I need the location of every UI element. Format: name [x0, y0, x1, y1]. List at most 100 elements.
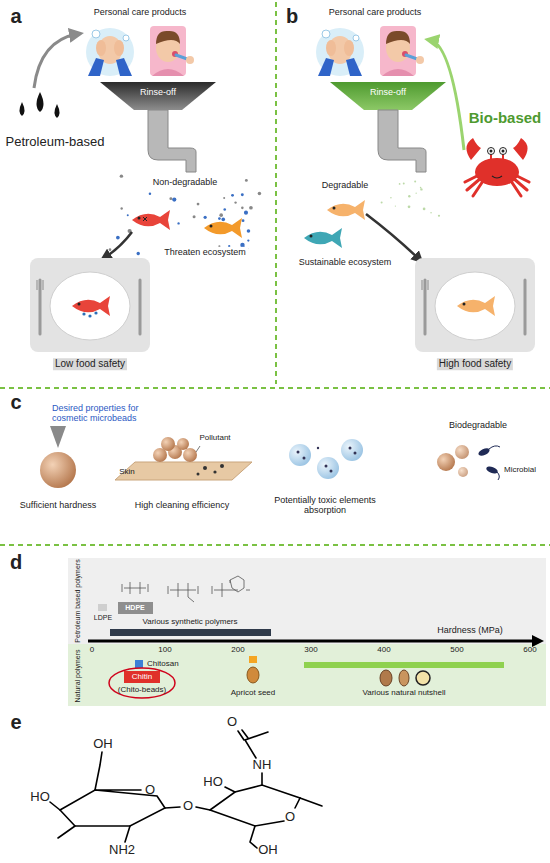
- panel-c-art: [197, 473, 200, 476]
- degrading-dots: [403, 183, 405, 185]
- apricot-mark: [249, 656, 257, 663]
- absorbing-bead: [289, 444, 311, 466]
- oil-drops: [20, 92, 60, 118]
- apricot-seed: [247, 667, 259, 683]
- atom-label: OH: [258, 843, 278, 858]
- text-label: Rinse-off: [370, 87, 406, 97]
- chitin-structure: [50, 802, 60, 810]
- chitin-structure: [250, 826, 257, 848]
- microbead-dots: [172, 197, 176, 201]
- panel-c-art: [325, 465, 328, 468]
- text-label: Apricot seed: [231, 688, 275, 697]
- crab: [502, 150, 505, 153]
- degrading-dots: [408, 205, 411, 208]
- polymer-structures: [122, 576, 250, 602]
- panel-letter: a: [10, 5, 21, 28]
- microbead-dots: [109, 174, 262, 255]
- panel-c-art: [177, 438, 189, 450]
- panel-c-art: [458, 467, 468, 477]
- text-label: Chitosan: [147, 659, 179, 668]
- panel-a-art: [88, 314, 91, 317]
- polluted-fish: [132, 210, 170, 230]
- text-label: Rinse-off: [140, 87, 176, 97]
- chitin-structure: [125, 826, 130, 842]
- atom-label: NH2: [109, 843, 135, 858]
- panel-c-art: [455, 445, 469, 459]
- text-label: Chitin: [132, 672, 152, 681]
- panel-c-art: [183, 448, 197, 462]
- panel-c-art: [349, 447, 352, 450]
- microbead-dots: [109, 248, 112, 251]
- chitin-highlight: [109, 668, 175, 698]
- crab: [492, 176, 502, 178]
- microbead-dots: [177, 222, 179, 224]
- arrow-to-products: [430, 40, 464, 150]
- rinse-funnel: [100, 82, 216, 110]
- text-label: Skin: [119, 467, 135, 476]
- nutshell: [380, 670, 392, 686]
- text-label: Petroleum based polymers: [74, 559, 82, 642]
- text-label: Hardness (MPa): [437, 625, 503, 635]
- polymer-structures: [212, 576, 250, 597]
- panel-b-art: [304, 26, 535, 352]
- chitin-structure: [300, 798, 322, 806]
- axis-tick: 100: [158, 645, 171, 654]
- microbead-dots: [120, 207, 122, 209]
- face-washing-person: [316, 28, 364, 76]
- drain-pipe: [148, 110, 196, 172]
- crab: [465, 138, 529, 196]
- microbead-dots: [127, 214, 129, 216]
- dinner-plate: [30, 258, 150, 352]
- panel-c-art: [196, 446, 200, 452]
- crab: [475, 158, 519, 186]
- text-label: HDPE: [125, 604, 144, 612]
- degrading-dots: [430, 212, 432, 214]
- small-fish: [304, 228, 342, 248]
- microbes: [485, 465, 498, 475]
- microbead-dots: [231, 194, 234, 197]
- text-label: Petroleum-based: [6, 135, 105, 150]
- microbead-dots: [120, 174, 123, 177]
- text-label: Personal care products: [94, 7, 187, 17]
- microbead-dots: [169, 197, 172, 200]
- tooth-brushing-person: [380, 26, 424, 76]
- microbead-dots: [219, 213, 223, 217]
- panel-a-art: [82, 312, 85, 315]
- axis-tick: 500: [450, 645, 463, 654]
- panel-dividers: [0, 2, 550, 545]
- text-label: Sufficient hardness: [20, 500, 96, 510]
- chitin-bar: [124, 671, 160, 683]
- panel-letter: d: [10, 551, 22, 574]
- microbead-dots: [221, 218, 225, 222]
- crab: [466, 138, 527, 160]
- microbead-dots: [247, 229, 251, 233]
- petroleum-region: [68, 558, 546, 644]
- nutshell: [399, 670, 409, 686]
- axis-tick: 600: [523, 645, 536, 654]
- chitin-structure: [245, 732, 268, 758]
- chitin-structure: [50, 730, 322, 848]
- panel-letter: c: [10, 391, 21, 414]
- text-label: LDPE: [94, 614, 112, 622]
- chitosan-mark: [135, 660, 143, 668]
- microbead-dots: [149, 193, 152, 196]
- text-label: Bio-based: [469, 109, 542, 126]
- chitin-structure: [58, 826, 75, 838]
- text-label: High food safety: [437, 358, 513, 370]
- degrading-dots: [423, 208, 426, 211]
- text-label: Threaten ecosystem: [162, 247, 248, 257]
- axis-tick: 400: [377, 645, 390, 654]
- fish-on-plate: [457, 296, 495, 316]
- panel-letter: e: [10, 711, 21, 734]
- degrading-dots: [390, 197, 392, 199]
- atom-label: O: [285, 810, 295, 825]
- chitin-structure: [210, 785, 300, 826]
- text-label: Non-degradable: [151, 177, 220, 187]
- text-label: (Chito-beads): [118, 685, 166, 694]
- polymer-structures: [122, 582, 148, 594]
- chitin-structure: [225, 787, 235, 792]
- axis-tick: 200: [231, 645, 244, 654]
- text-label: Natural polymers: [74, 650, 82, 703]
- microbead-dots: [245, 179, 248, 182]
